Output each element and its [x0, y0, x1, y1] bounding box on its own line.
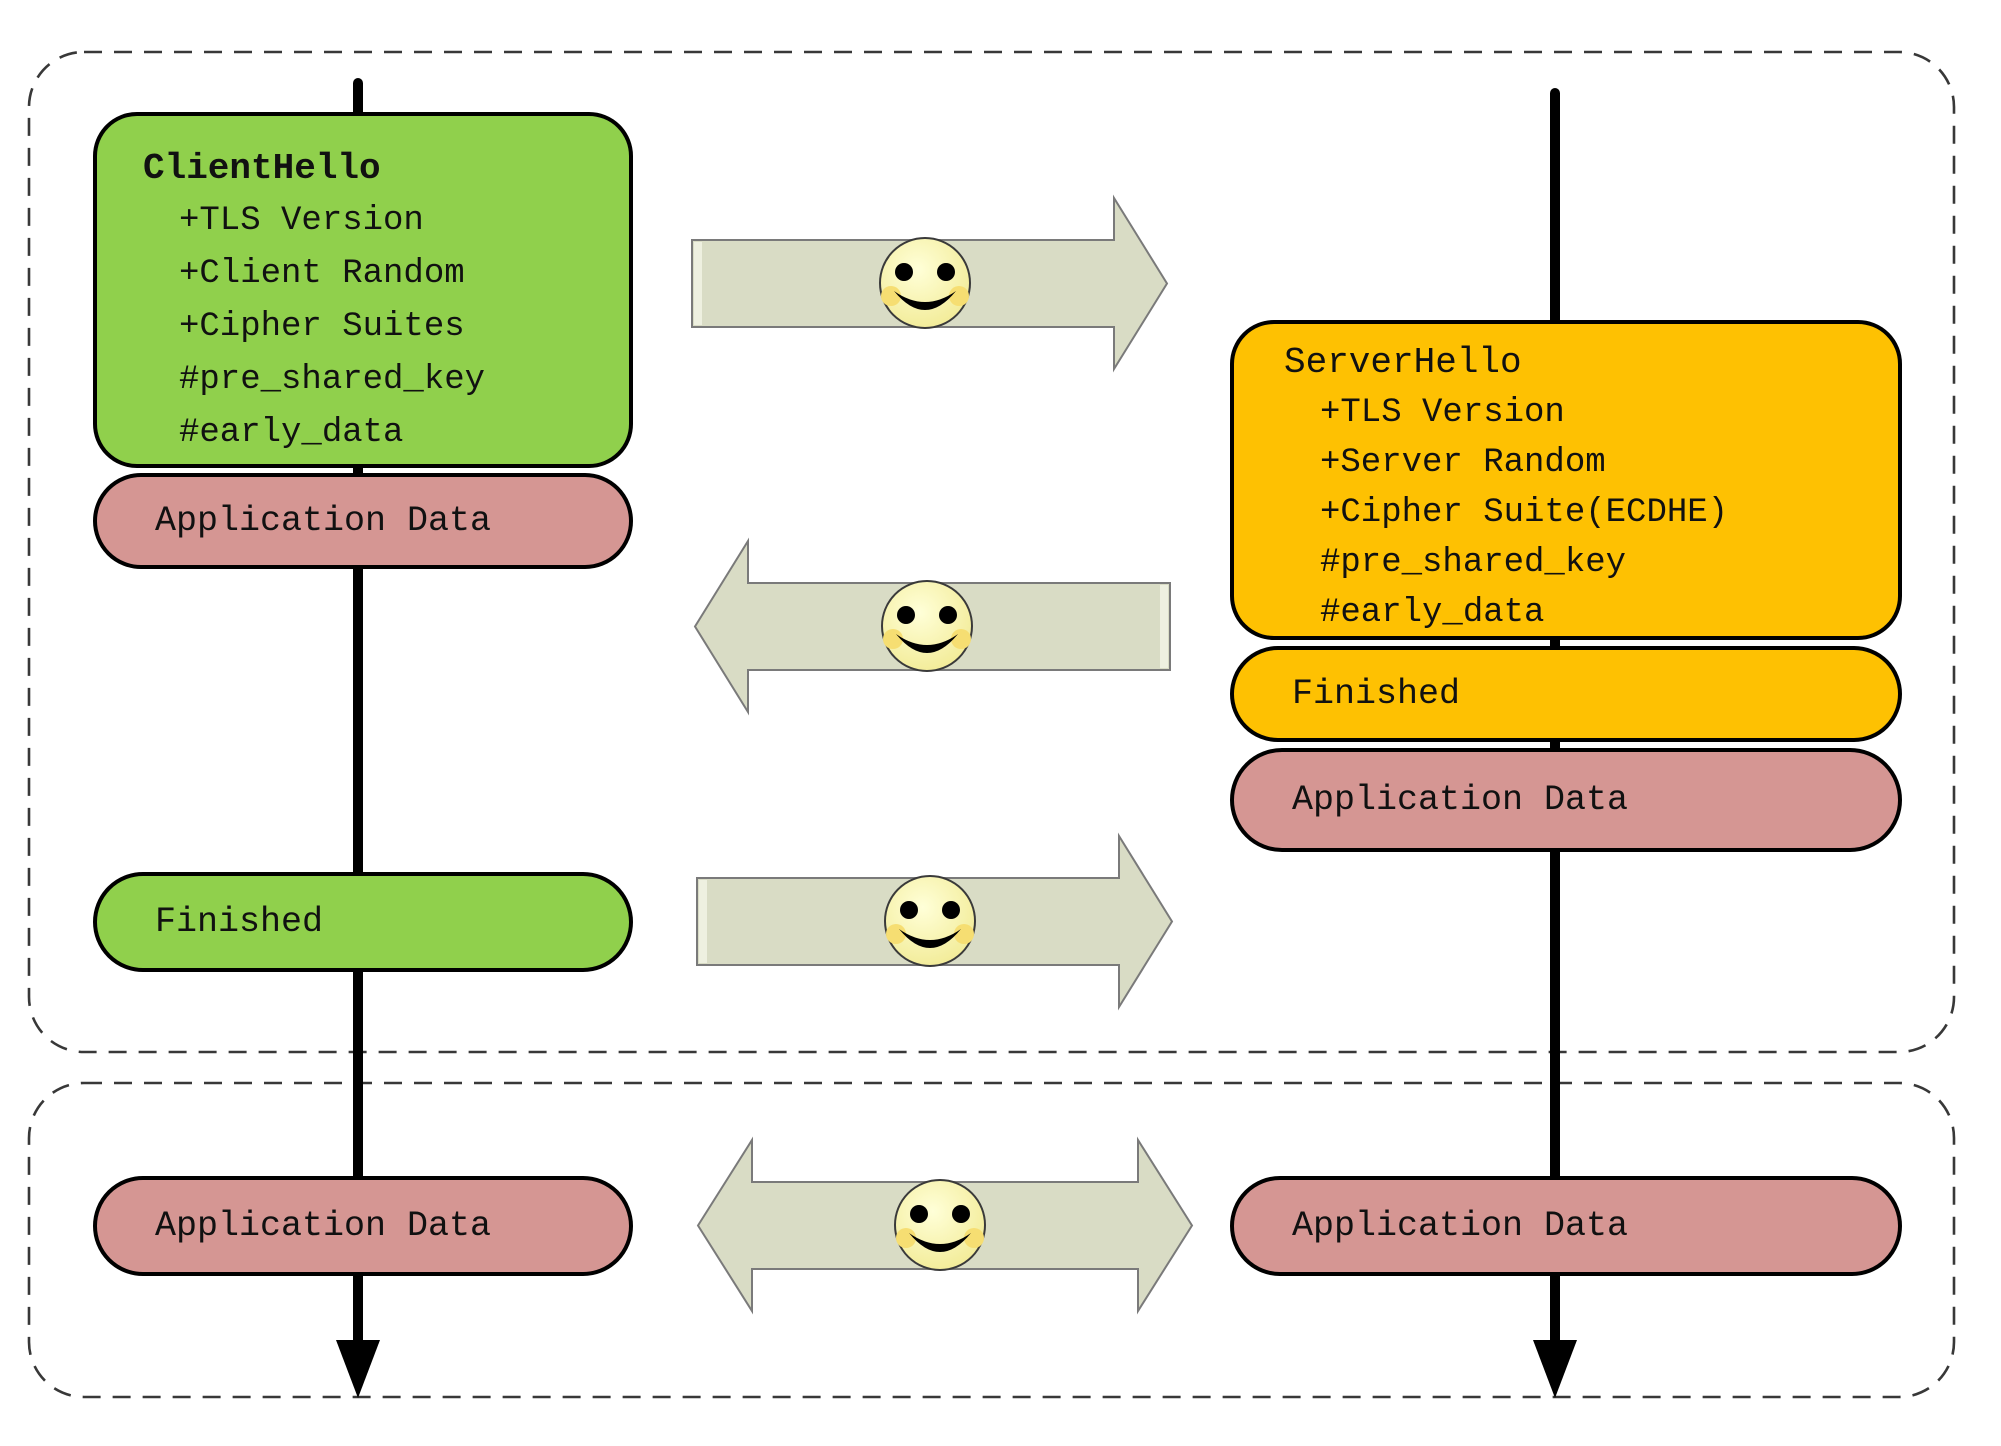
- server-hello-field: #pre_shared_key: [1320, 544, 1627, 582]
- box-label: Application Data: [155, 501, 492, 541]
- server-handshake-app-data-box: Application Data: [1230, 748, 1902, 852]
- message-arrow-clienthello: [691, 194, 1169, 373]
- client-hello-field: +TLS Version: [179, 202, 424, 240]
- server-hello-field: +Server Random: [1320, 444, 1606, 482]
- server-hello-box: ServerHello +TLS Version +Server Random …: [1230, 320, 1902, 640]
- client-app-data-box: Application Data: [93, 1176, 633, 1276]
- box-label: Finished: [1292, 674, 1461, 714]
- client-early-app-data-box: Application Data: [93, 473, 633, 569]
- client-hello-field: #early_data: [179, 414, 404, 452]
- arrow-tail-cap: [694, 242, 702, 325]
- box-label: Application Data: [1292, 1206, 1629, 1246]
- server-lifeline-arrowhead-icon: [1533, 1340, 1577, 1398]
- box-label: Application Data: [1292, 780, 1629, 820]
- smiley-icon: [879, 237, 971, 329]
- message-arrow-client-finished: [696, 832, 1174, 1011]
- client-hello-title: ClientHello: [143, 148, 381, 189]
- server-hello-field: +TLS Version: [1320, 394, 1565, 432]
- client-finished-box: Finished: [93, 872, 633, 972]
- client-hello-field: +Cipher Suites: [179, 308, 465, 346]
- client-hello-box: ClientHello +TLS Version +Client Random …: [93, 112, 633, 468]
- smiley-icon: [881, 580, 973, 672]
- arrow-tail-cap: [1160, 585, 1168, 668]
- smiley-icon: [884, 875, 976, 967]
- server-hello-field: #early_data: [1320, 594, 1545, 632]
- client-lifeline-arrowhead-icon: [336, 1340, 380, 1398]
- client-hello-field: #pre_shared_key: [179, 361, 486, 399]
- client-hello-field: +Client Random: [179, 255, 465, 293]
- server-app-data-box: Application Data: [1230, 1176, 1902, 1276]
- smiley-icon: [894, 1179, 986, 1271]
- message-arrow-application-data: [696, 1136, 1194, 1315]
- message-arrow-serverhello: [693, 537, 1171, 716]
- server-hello-title: ServerHello: [1284, 342, 1522, 383]
- box-label: Finished: [155, 902, 324, 942]
- box-label: Application Data: [155, 1206, 492, 1246]
- arrow-tail-cap: [699, 880, 707, 963]
- server-hello-field: +Cipher Suite(ECDHE): [1320, 494, 1729, 532]
- server-finished-box: Finished: [1230, 646, 1902, 742]
